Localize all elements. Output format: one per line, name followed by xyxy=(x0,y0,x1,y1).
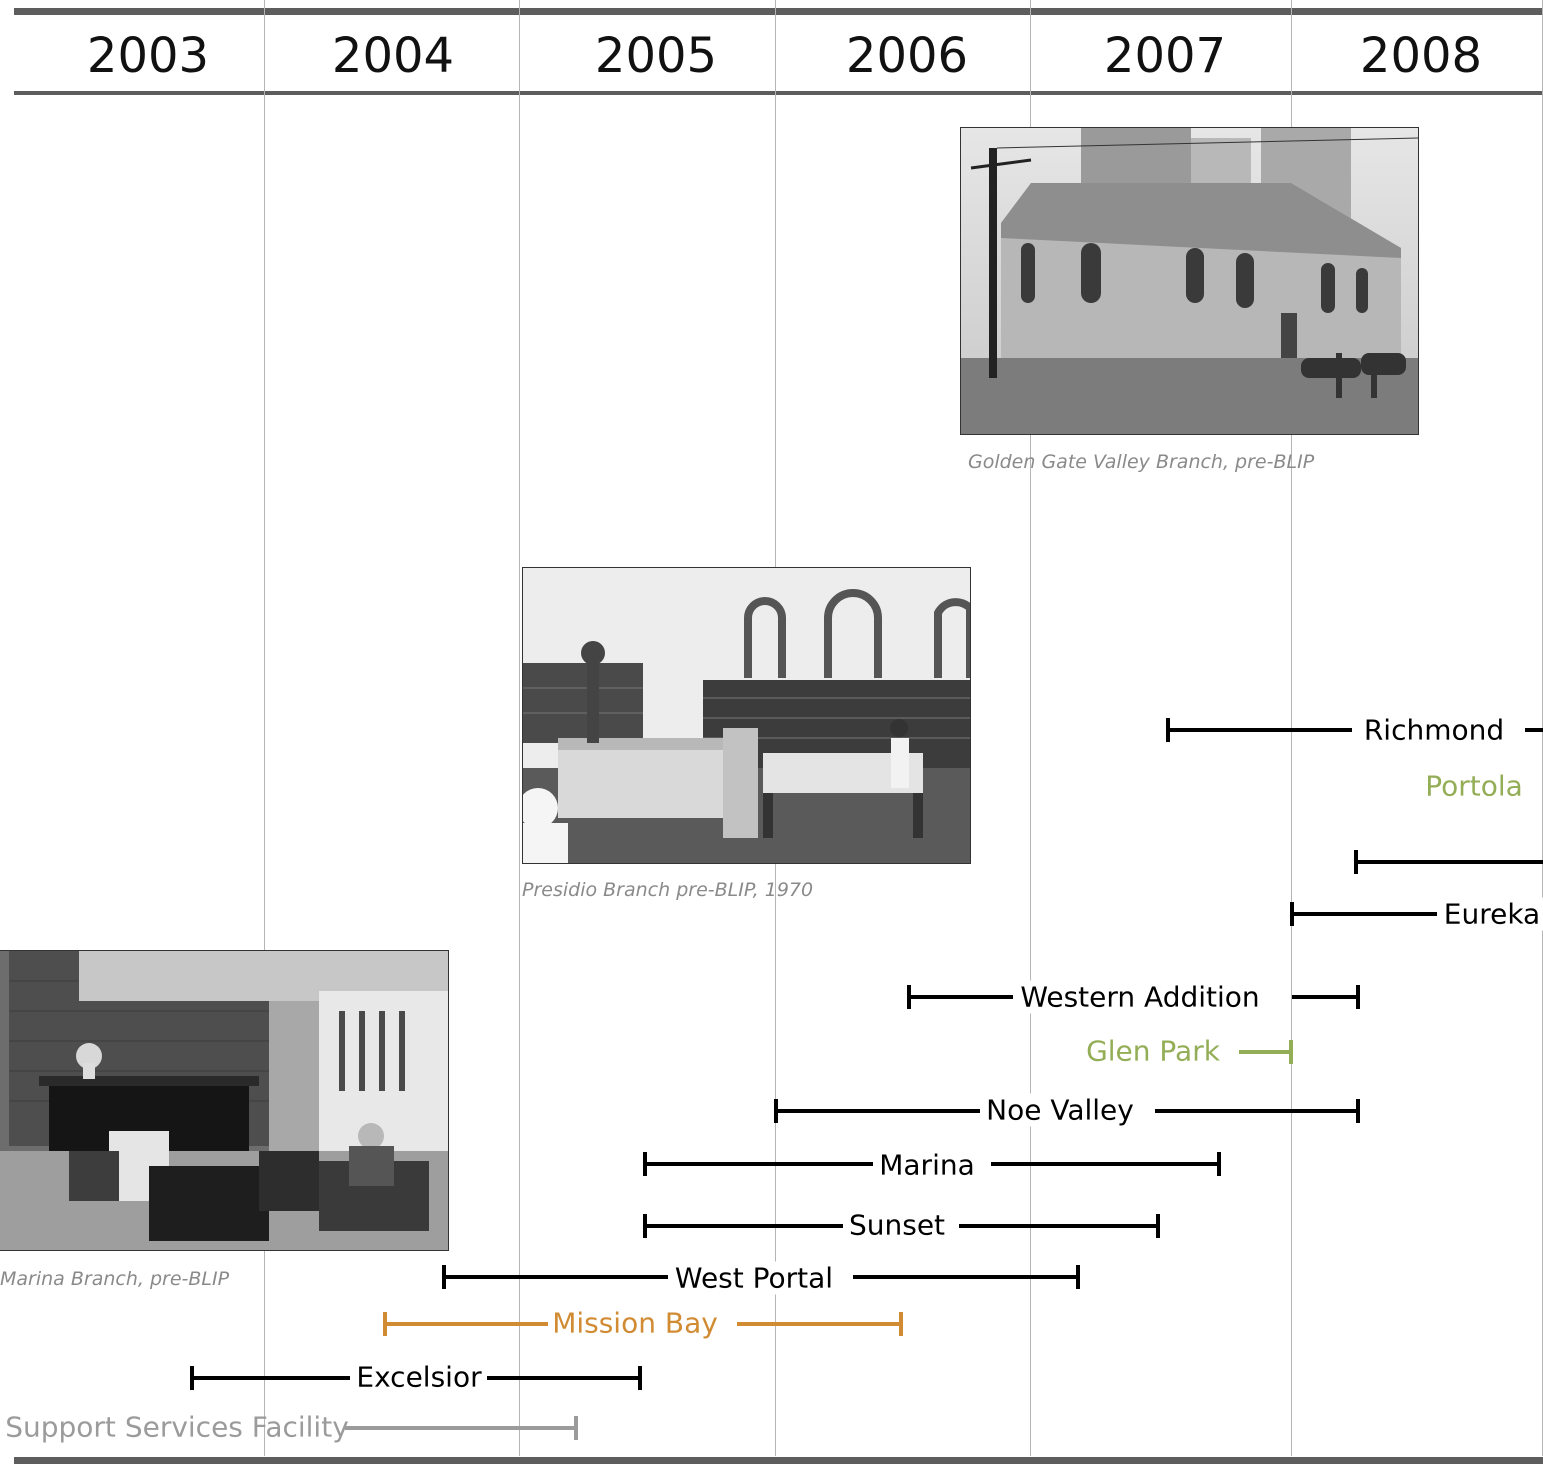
timeline-segment xyxy=(737,1322,901,1326)
timeline-segment xyxy=(645,1224,843,1228)
timeline-segment xyxy=(444,1275,668,1279)
golden-gate-valley-photo xyxy=(960,127,1419,435)
project-label-excelsior: Excelsior xyxy=(352,1360,486,1394)
project-label-sunset: Sunset xyxy=(844,1208,950,1242)
timeline-endcap xyxy=(190,1366,194,1390)
year-header: 2004 xyxy=(331,28,455,84)
timeline-segment xyxy=(487,1376,640,1380)
project-label-mission-bay: Mission Bay xyxy=(548,1306,722,1340)
timeline-segment xyxy=(1239,1050,1292,1054)
library-exterior-photo-icon xyxy=(961,128,1418,434)
year-header: 2008 xyxy=(1359,28,1483,84)
timeline-endcap xyxy=(1289,1040,1293,1064)
library-interior-photo-icon xyxy=(523,568,970,863)
timeline-endcap xyxy=(643,1214,647,1238)
timeline-segment xyxy=(991,1162,1219,1166)
project-label-western-addition: Western Addition xyxy=(1016,980,1264,1014)
timeline-segment xyxy=(853,1275,1078,1279)
year-gridline xyxy=(264,0,265,1456)
timeline-segment xyxy=(909,995,1013,999)
project-label-richmond: Richmond xyxy=(1359,713,1509,747)
timeline-endcap xyxy=(1290,902,1294,926)
timeline-segment xyxy=(1292,995,1358,999)
timeline-endcap xyxy=(442,1265,446,1289)
timeline-segment xyxy=(1168,728,1352,732)
timeline-endcap xyxy=(1354,850,1358,874)
project-label-west-portal: West Portal xyxy=(670,1261,838,1295)
timeline-segment xyxy=(345,1426,577,1430)
header-divider xyxy=(14,91,1543,95)
timeline-endcap xyxy=(383,1312,387,1336)
timeline-endcap xyxy=(1166,718,1170,742)
timeline-endcap xyxy=(574,1416,578,1440)
timeline-endcap xyxy=(1217,1152,1221,1176)
project-label-support-services-facility: Support Services Facility xyxy=(5,1410,349,1444)
top-border xyxy=(14,8,1543,15)
photo-caption: Golden Gate Valley Branch, pre-BLIP xyxy=(968,451,1315,473)
year-gridline xyxy=(1030,0,1031,1456)
timeline-endcap xyxy=(638,1366,642,1390)
timeline-endcap xyxy=(907,985,911,1009)
timeline-endcap xyxy=(1076,1265,1080,1289)
photo-caption: Presidio Branch pre-BLIP, 1970 xyxy=(522,879,814,901)
project-label-portola: Portola xyxy=(1421,769,1527,803)
timeline-segment xyxy=(385,1322,548,1326)
year-header: 2003 xyxy=(86,28,210,84)
timeline-endcap xyxy=(1356,985,1360,1009)
project-label-eureka: Eureka xyxy=(1439,897,1543,931)
project-label-noe-valley: Noe Valley xyxy=(982,1093,1138,1127)
timeline-segment xyxy=(1292,912,1437,916)
timeline-segment xyxy=(776,1109,980,1113)
project-label-glen-park: Glen Park xyxy=(1082,1034,1224,1068)
year-header: 2005 xyxy=(594,28,718,84)
year-header: 2007 xyxy=(1103,28,1227,84)
marina-branch-photo xyxy=(0,950,449,1251)
year-gridline xyxy=(519,0,520,1456)
timeline-segment xyxy=(1356,860,1543,864)
timeline-segment xyxy=(645,1162,873,1166)
library-lounge-photo-icon xyxy=(0,951,448,1250)
timeline-segment xyxy=(1155,1109,1358,1113)
timeline-segment xyxy=(192,1376,350,1380)
photo-caption: Marina Branch, pre-BLIP xyxy=(0,1268,230,1290)
timeline-endcap xyxy=(899,1312,903,1336)
timeline-endcap xyxy=(643,1152,647,1176)
year-header: 2006 xyxy=(845,28,969,84)
timeline-endcap xyxy=(1156,1214,1160,1238)
timeline-endcap xyxy=(774,1099,778,1123)
project-label-marina: Marina xyxy=(875,1148,979,1182)
timeline-segment xyxy=(1525,728,1543,732)
bottom-border xyxy=(14,1457,1543,1464)
timeline-segment xyxy=(959,1224,1158,1228)
timeline-endcap xyxy=(1356,1099,1360,1123)
presidio-branch-photo xyxy=(522,567,971,864)
